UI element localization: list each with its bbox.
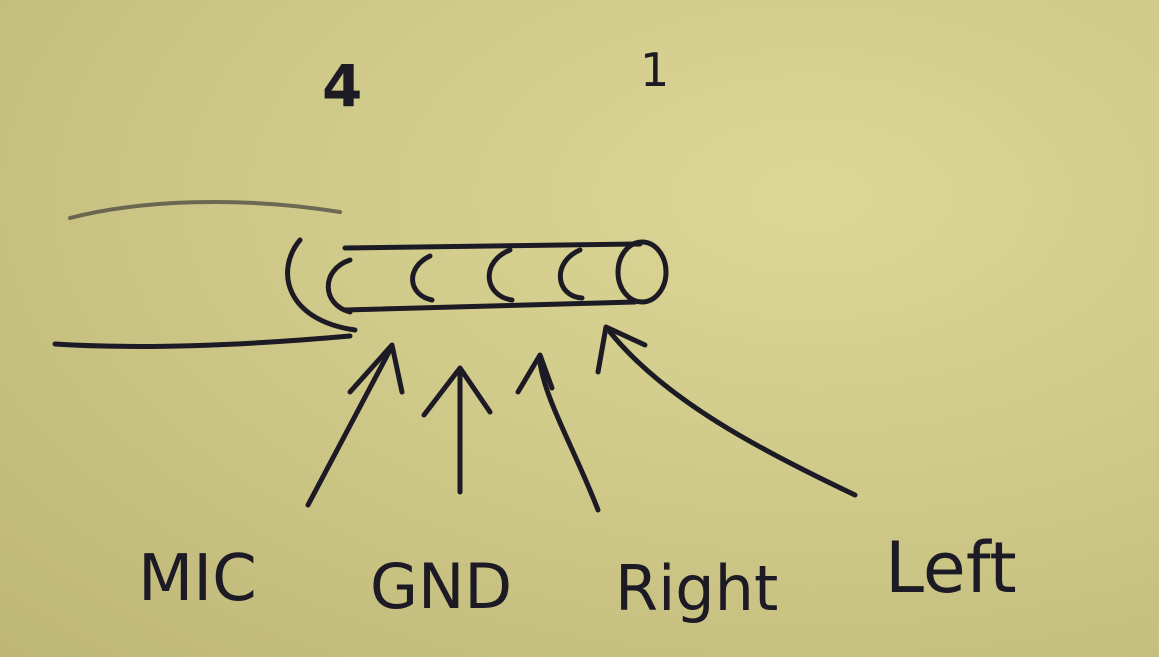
- cable-collar: [285, 237, 358, 333]
- plug-top-edge: [342, 241, 643, 251]
- arrow-mic: [305, 342, 405, 508]
- cable-bottom-edge: [52, 333, 353, 349]
- arrow-gnd: [421, 365, 493, 495]
- label-gnd: GND: [370, 550, 512, 623]
- arrow-gnd-head: [421, 365, 493, 418]
- ring-0: [557, 247, 585, 301]
- arrow-left-head: [595, 324, 648, 375]
- plug-bottom-edge: [342, 299, 638, 313]
- plug-shaft: [325, 239, 669, 315]
- label-right: Right: [615, 552, 778, 625]
- arrow-right-head: [515, 352, 555, 395]
- plug-tip: [615, 239, 669, 305]
- pin-number-4: 4: [322, 52, 362, 120]
- ring-2: [410, 253, 435, 303]
- label-mic: MIC: [138, 542, 257, 616]
- ring-1: [486, 247, 515, 303]
- arrow-right: [515, 352, 601, 513]
- label-left: Left: [885, 527, 1017, 609]
- arrow-left: [595, 324, 858, 498]
- pin-number-1: 1: [640, 43, 669, 97]
- cable-top-edge: [68, 199, 342, 220]
- arrow-mic-head: [347, 342, 405, 395]
- arrow-right-shaft: [537, 359, 601, 513]
- sleeve-ring: [325, 257, 353, 315]
- cable: [52, 199, 358, 349]
- arrow-left-shaft: [607, 329, 858, 498]
- arrow-mic-shaft: [305, 347, 393, 508]
